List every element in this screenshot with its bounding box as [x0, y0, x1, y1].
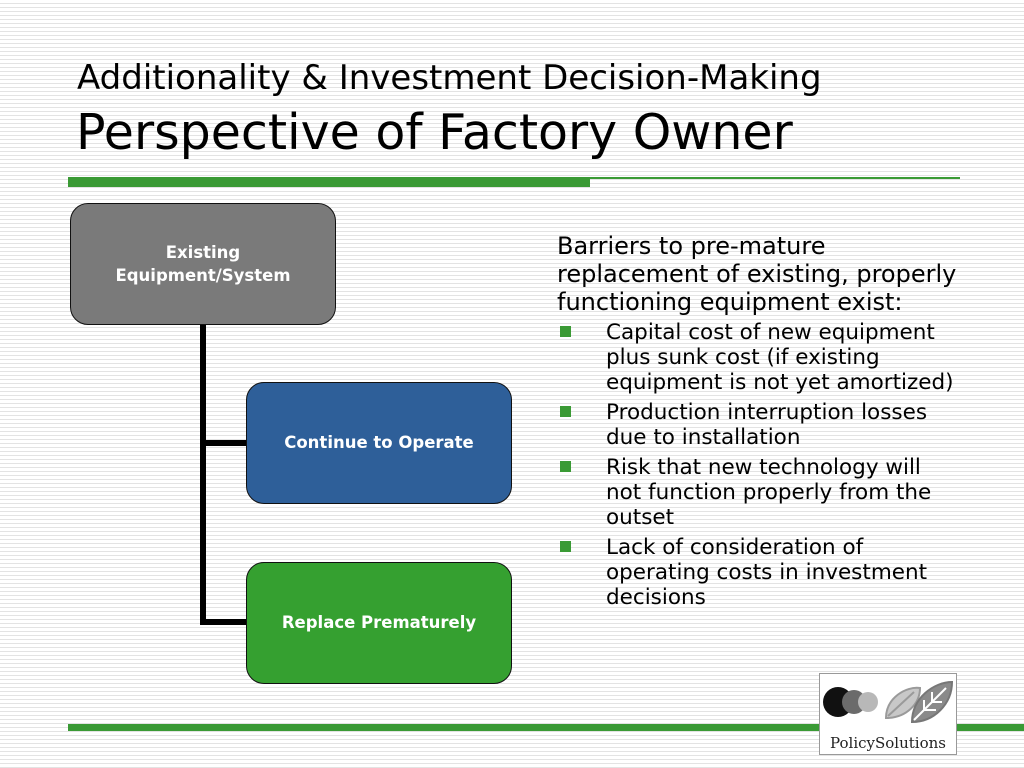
barrier-item: Capital cost of new equipment plus sunk …	[557, 320, 957, 395]
logo-mark-icon	[823, 680, 954, 724]
connector-to-replace	[200, 619, 246, 625]
title-divider-thick	[68, 177, 590, 187]
box-existing-equipment: Existing Equipment/System	[70, 203, 336, 325]
bullet-square-icon	[560, 461, 571, 472]
barrier-item: Risk that new technology will not functi…	[557, 455, 957, 530]
box-continue-label: Continue to Operate	[284, 433, 474, 453]
box-replace-prematurely: Replace Prematurely	[246, 562, 512, 684]
connector-to-continue	[200, 440, 246, 446]
barriers-intro: Barriers to pre-mature replacement of ex…	[557, 232, 957, 316]
title-divider-thin	[590, 177, 960, 179]
box-continue-to-operate: Continue to Operate	[246, 382, 512, 504]
barrier-text: Risk that new technology will not functi…	[606, 455, 932, 530]
slide-title: Perspective of Factory Owner	[76, 104, 793, 161]
barrier-text: Production interruption losses due to in…	[606, 400, 928, 450]
bullet-square-icon	[560, 406, 571, 417]
barrier-item: Production interruption losses due to in…	[557, 400, 957, 450]
box-existing-label: Existing Equipment/System	[115, 242, 291, 285]
barrier-item: Lack of consideration of operating costs…	[557, 535, 957, 610]
barrier-text: Lack of consideration of operating costs…	[606, 535, 928, 610]
bullet-square-icon	[560, 326, 571, 337]
bullet-square-icon	[560, 541, 571, 552]
barrier-text: Capital cost of new equipment plus sunk …	[606, 320, 954, 395]
logo-text: PolicySolutions	[830, 734, 946, 752]
barriers-list: Capital cost of new equipment plus sunk …	[557, 320, 957, 610]
box-replace-label: Replace Prematurely	[281, 613, 477, 633]
policy-solutions-logo: PolicySolutions	[819, 673, 957, 755]
connector-vertical	[200, 325, 206, 624]
barriers-text-block: Barriers to pre-mature replacement of ex…	[557, 232, 957, 615]
slide-subtitle: Additionality & Investment Decision-Maki…	[77, 58, 822, 98]
bottom-divider	[68, 724, 1024, 731]
